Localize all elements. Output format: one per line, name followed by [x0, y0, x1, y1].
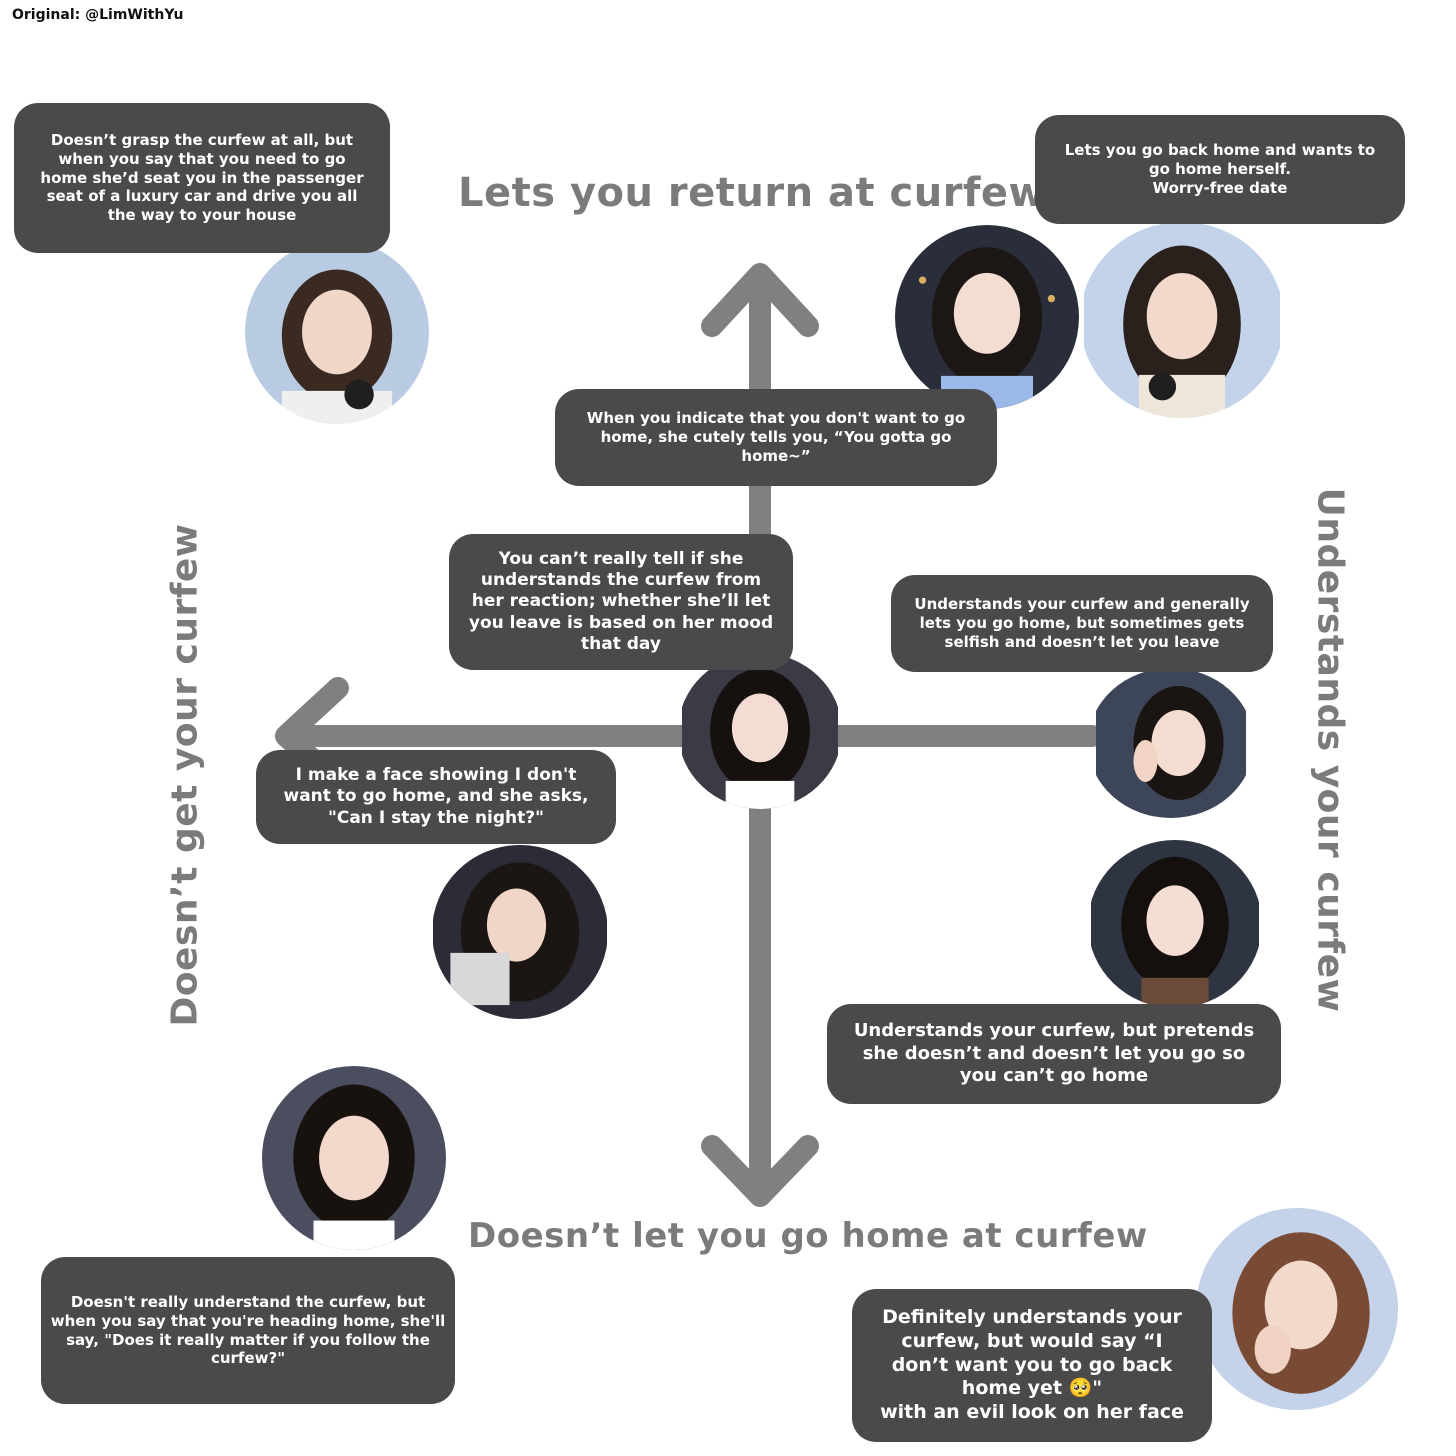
avatar-right-mid — [1088, 668, 1254, 818]
bubble-top-left: Doesn’t grasp the curfew at all, but whe… — [14, 103, 390, 253]
avatar-bottom-left — [262, 1066, 446, 1250]
axis-label-top: Lets you return at curfew — [458, 170, 1046, 216]
avatar-center — [678, 653, 842, 809]
avatar-top-right-2 — [1080, 222, 1284, 418]
bubble-right-low: Understands your curfew, but pretends sh… — [827, 1004, 1281, 1104]
avatar-left-mid — [432, 845, 608, 1019]
credit-text: Original: @LimWithYu — [12, 7, 184, 23]
avatar-right-low — [1088, 840, 1262, 1008]
bubble-bottom-left: Doesn't really understand the curfew, bu… — [41, 1257, 455, 1404]
avatar-top-right-1 — [895, 225, 1079, 409]
bubble-center: You can’t really tell if she understands… — [449, 534, 793, 670]
bubble-top-right: Lets you go back home and wants to go ho… — [1035, 115, 1405, 224]
bubble-right-mid: Understands your curfew and generally le… — [891, 575, 1273, 672]
arrow-up-icon — [701, 263, 819, 337]
bubble-bottom-right: Definitely understands your curfew, but … — [852, 1289, 1212, 1442]
arrow-down-icon — [701, 1135, 819, 1207]
axis-label-right: Understands your curfew — [1309, 487, 1351, 1013]
bubble-center-top: When you indicate that you don't want to… — [555, 389, 997, 486]
avatar-bottom-right — [1196, 1208, 1398, 1410]
avatar-top-left — [245, 240, 429, 424]
bubble-left-mid: I make a face showing I don't want to go… — [256, 750, 616, 844]
axis-label-bottom: Doesn’t let you go home at curfew — [468, 1216, 1148, 1256]
axis-label-left: Doesn’t get your curfew — [164, 523, 206, 1027]
